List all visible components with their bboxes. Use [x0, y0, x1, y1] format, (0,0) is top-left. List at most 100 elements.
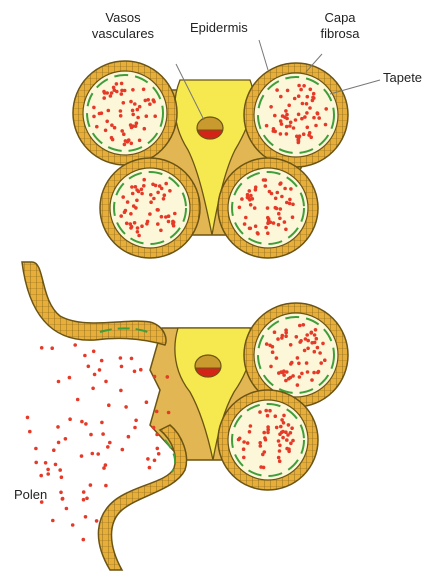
pollen-grain [297, 94, 301, 98]
pollen-grain [102, 90, 106, 94]
pollen-grain [159, 229, 163, 233]
pollen-grain [244, 216, 248, 220]
label-vasos-vasculares: Vasos vasculares [78, 10, 168, 42]
released-pollen-grain [155, 410, 159, 414]
released-pollen-grain [84, 422, 88, 426]
pollen-grain [249, 203, 253, 207]
pollen-grain [278, 459, 282, 463]
pollen-grain [142, 178, 146, 182]
pollen-grain [290, 426, 294, 430]
pollen-grain [284, 228, 288, 232]
pollen-grain [288, 198, 292, 202]
pollen-grain [137, 234, 141, 238]
pollen-grain [152, 98, 156, 102]
released-pollen-grain [64, 437, 68, 441]
pollen-grain [115, 82, 119, 86]
pollen-grain [306, 126, 310, 130]
pollen-grain [308, 106, 312, 110]
pollen-grain [135, 188, 139, 192]
pollen-grain [295, 335, 299, 339]
pollen-grain [310, 331, 314, 335]
pollen-grain [285, 125, 289, 129]
pollen-grain [278, 432, 282, 436]
pollen-grain [146, 98, 150, 102]
released-pollen-grain [56, 425, 60, 429]
released-pollen-grain [68, 417, 72, 421]
pollen-grain [265, 342, 269, 346]
epidermis-leader [259, 40, 268, 70]
pollen-grain [292, 126, 296, 130]
pollen-grain [279, 425, 283, 429]
pollen-grain [248, 198, 252, 202]
pollen-grain [297, 84, 301, 88]
pollen-grain [299, 88, 303, 92]
pollen-grain [289, 187, 293, 191]
released-pollen-grain [80, 454, 84, 458]
pollen-grain [123, 89, 127, 93]
pollen-grain [300, 372, 304, 376]
pollen-grain [303, 349, 307, 353]
released-pollen-grain [44, 461, 48, 465]
pollen-grain [319, 361, 323, 365]
pollen-grain [314, 124, 318, 128]
pollen-grain [279, 119, 283, 123]
pollen-grain [238, 206, 242, 210]
pollen-grain [242, 447, 246, 451]
released-pollen-grain [54, 463, 58, 467]
pollen-grain [256, 231, 260, 235]
pollen-grain [120, 82, 124, 86]
released-pollen-grain [40, 346, 44, 350]
released-pollen-grain [59, 491, 63, 495]
label-epidermis: Epidermis [190, 20, 248, 36]
pollen-grain [289, 121, 293, 125]
pollen-grain [248, 189, 252, 193]
pollen-grain [305, 333, 309, 337]
pollen-grain [268, 409, 272, 413]
pollen-grain [314, 328, 318, 332]
pollen-grain [138, 139, 142, 143]
pollen-grain [129, 100, 133, 104]
pollen-grain [273, 130, 277, 134]
pollen-grain [278, 444, 282, 448]
pollen-grain [283, 187, 287, 191]
pollen-grain [303, 115, 307, 119]
pollen-grain [109, 94, 113, 98]
pollen-grain [122, 132, 126, 136]
pollen-grain [274, 206, 278, 210]
pollen-grain [297, 113, 301, 117]
pollen-grain [149, 200, 153, 204]
pollen-grain [316, 346, 320, 350]
pollen-grain [167, 220, 171, 224]
pollen-grain [148, 212, 152, 216]
pollen-grain [140, 192, 144, 196]
pollen-grain [164, 215, 168, 219]
pollen-grain [263, 450, 267, 454]
pollen-grain [266, 414, 270, 418]
released-pollen-grain [96, 452, 100, 456]
released-pollen-grain [76, 398, 80, 402]
pollen-grain [110, 123, 114, 127]
pollen-grain [266, 216, 270, 220]
pollen-grain [113, 88, 117, 92]
intact-anther [73, 40, 380, 258]
pollen-grain [305, 361, 309, 365]
pollen-grain [136, 108, 140, 112]
pollen-grain [126, 200, 130, 204]
pollen-grain [156, 222, 160, 226]
vascular-bundle-lower [195, 355, 221, 377]
released-pollen-grain [51, 519, 55, 523]
label-capa-fibrosa: Capa fibrosa [310, 10, 370, 42]
released-pollen-grain [73, 343, 77, 347]
released-pollen-grain [139, 368, 143, 372]
pollen-grain [315, 337, 319, 341]
pollen-grain [249, 424, 253, 428]
released-pollen-grain [57, 441, 61, 445]
released-pollen-grain [52, 448, 56, 452]
released-pollen-grain [104, 380, 108, 384]
pollen-grain [119, 109, 123, 113]
pollen-grain [275, 356, 279, 360]
pollen-grain [286, 89, 290, 93]
pollen-grain [130, 185, 134, 189]
pollen-grain [120, 129, 124, 133]
pollen-grain [291, 439, 295, 443]
